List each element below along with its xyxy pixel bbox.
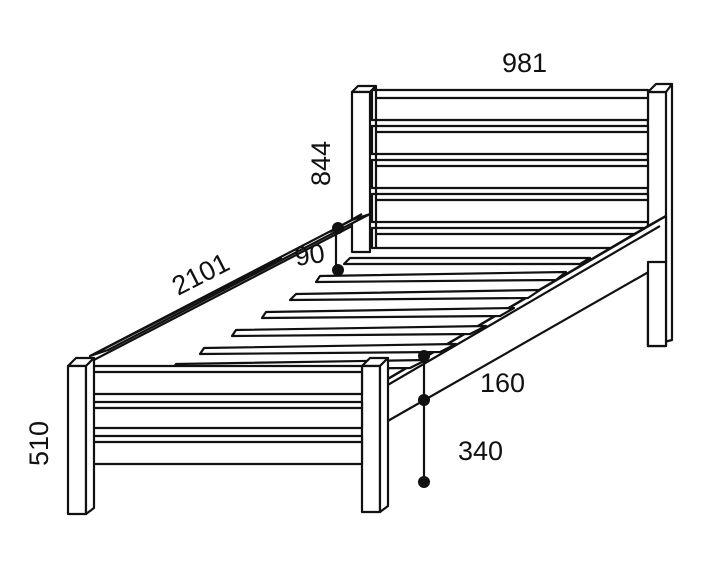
back-side-rail xyxy=(88,212,372,363)
dimension-dot xyxy=(418,394,430,406)
dimension-frame-height-label: 340 xyxy=(458,436,503,466)
dimension-side-rail-label: 160 xyxy=(480,368,525,398)
dimension-dot xyxy=(332,222,344,234)
dimension-height-label: 844 xyxy=(306,141,336,186)
dimension-dot xyxy=(332,264,344,276)
dimension-width-label: 981 xyxy=(502,48,547,78)
dimension-foot-height-label: 510 xyxy=(24,421,54,466)
dimension-rail-gap-label: 90 xyxy=(293,238,327,272)
footboard-panels xyxy=(86,364,364,466)
dimension-dot xyxy=(418,476,430,488)
headboard-panels xyxy=(370,88,650,250)
dimension-dot xyxy=(418,350,430,362)
bed-slats xyxy=(170,256,592,372)
footboard-left-post xyxy=(66,356,96,516)
headboard-left-post xyxy=(350,84,378,254)
dimension-lines xyxy=(97,213,430,488)
footboard-right-post xyxy=(360,356,390,514)
